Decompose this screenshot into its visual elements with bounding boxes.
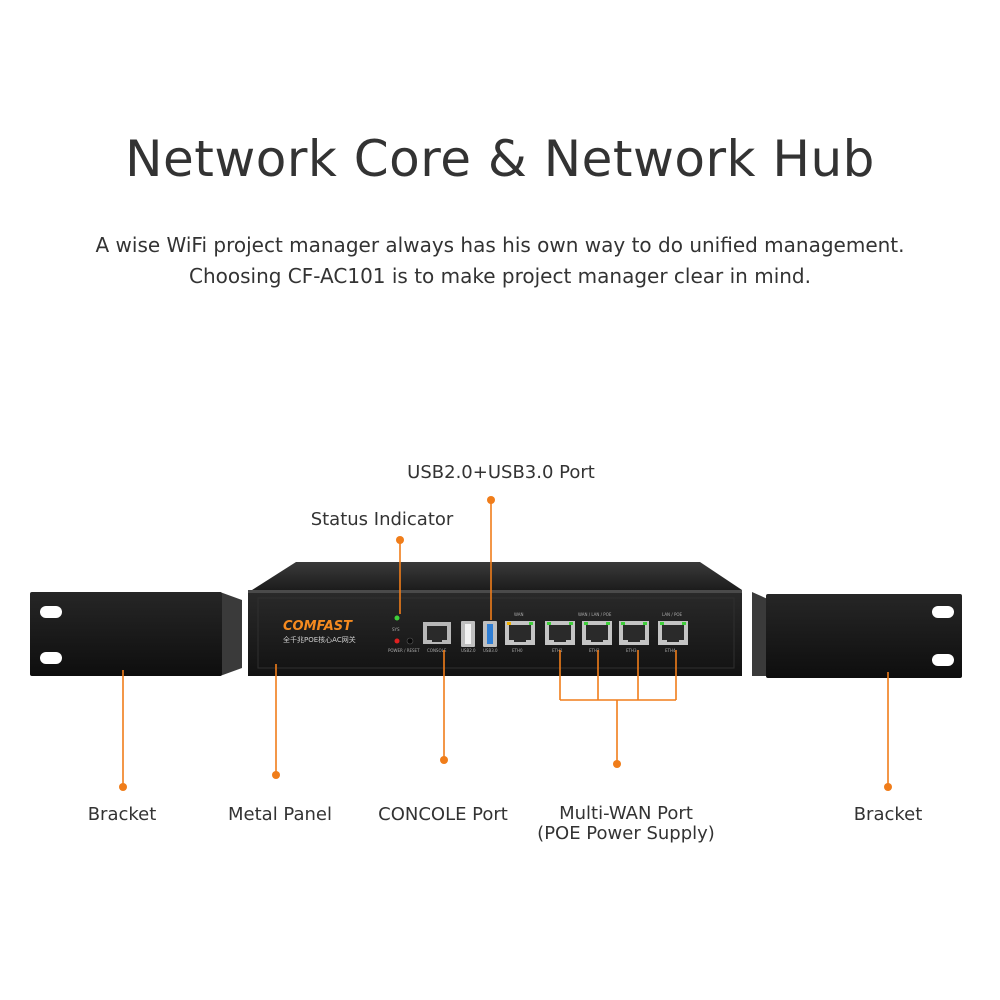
usb3-label: USB3.0 bbox=[483, 648, 498, 653]
subtitle-line-2: Choosing CF-AC101 is to make project man… bbox=[188, 264, 811, 288]
eth2-label: ETH2 bbox=[589, 648, 600, 653]
console-callout-label: CONCOLE Port bbox=[378, 804, 508, 825]
console-label: CONSOLE bbox=[427, 648, 447, 653]
left-bracket bbox=[30, 592, 242, 676]
wan-lan-poe-group-label: WAN / LAN / POE bbox=[578, 612, 612, 617]
reset-button[interactable] bbox=[406, 637, 414, 645]
eth4-label: ETH4 bbox=[665, 648, 676, 653]
usb-callout-label: USB2.0+USB3.0 Port bbox=[407, 462, 595, 483]
callout-lines bbox=[122, 500, 889, 787]
wan-port[interactable] bbox=[505, 621, 535, 645]
sys-led-icon bbox=[394, 615, 400, 621]
model-text: 全千兆POE核心AC网关 bbox=[283, 635, 356, 644]
eth1-label: ETH1 bbox=[552, 648, 563, 653]
wan-label: WAN bbox=[514, 612, 523, 617]
callout-dots bbox=[119, 496, 892, 791]
page-title: Network Core & Network Hub bbox=[125, 130, 875, 188]
right-bracket-callout-label: Bracket bbox=[853, 804, 923, 825]
eth3-label: ETH3 bbox=[626, 648, 637, 653]
multiwan-callout-line-1: Multi-WAN Port bbox=[559, 803, 693, 824]
usb2-label: USB2.0 bbox=[461, 648, 476, 653]
sys-label: SYS bbox=[392, 627, 400, 632]
page-subtitle: A wise WiFi project manager always has h… bbox=[0, 230, 1000, 292]
usb3-port[interactable] bbox=[483, 621, 497, 647]
right-bracket bbox=[752, 592, 962, 678]
multiwan-callout-label: Multi-WAN Port (POE Power Supply) bbox=[537, 804, 715, 844]
brand-logo: COMFAST bbox=[283, 619, 353, 634]
multiwan-callout-line-2: (POE Power Supply) bbox=[537, 823, 715, 844]
left-bracket-callout-label: Bracket bbox=[87, 804, 157, 825]
eth0-label: ETH0 bbox=[512, 648, 523, 653]
console-port[interactable] bbox=[423, 622, 451, 644]
eth4-port[interactable] bbox=[658, 621, 688, 645]
eth3-port[interactable] bbox=[619, 621, 649, 645]
lan-poe-group-label: LAN / POE bbox=[662, 612, 683, 617]
eth1-port[interactable] bbox=[545, 621, 575, 645]
subtitle-line-1: A wise WiFi project manager always has h… bbox=[95, 233, 905, 257]
eth2-port[interactable] bbox=[582, 621, 612, 645]
usb2-port[interactable] bbox=[461, 621, 475, 647]
power-led-icon bbox=[394, 638, 400, 644]
status-callout-label: Status Indicator bbox=[310, 509, 454, 530]
metal-panel-callout-label: Metal Panel bbox=[228, 804, 332, 825]
power-reset-label: POWER / RESET bbox=[388, 648, 420, 653]
